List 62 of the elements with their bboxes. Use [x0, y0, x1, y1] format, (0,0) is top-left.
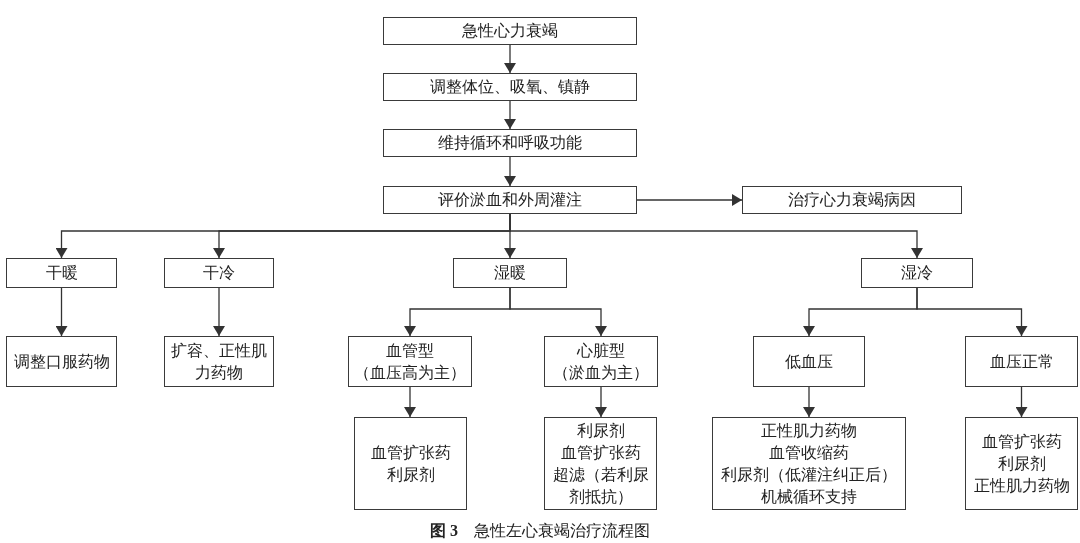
process-box: [164, 336, 274, 387]
process-box: [742, 186, 962, 214]
flow-arrow: [595, 386, 607, 418]
box-label: （血压高为主）: [354, 362, 466, 383]
box-label: 干暖: [45, 263, 78, 283]
box-label: 利尿剂: [576, 420, 625, 441]
flow-arrow: [509, 213, 923, 259]
box-label: 利尿剂: [386, 464, 435, 485]
box-label: 正性肌力药物: [973, 475, 1070, 496]
box-label: 心脏型: [577, 340, 625, 361]
flow-arrow: [213, 287, 225, 337]
process-box: [861, 258, 973, 288]
flow-arrow: [404, 386, 416, 418]
process-box: [753, 336, 865, 387]
box-label: 维持循环和呼吸功能: [438, 133, 582, 153]
flow-arrow: [504, 44, 516, 74]
box-label: 利尿剂（低灌注纠正后）: [721, 464, 897, 485]
flow-arrow: [504, 100, 516, 130]
box-label: 评价淤血和外周灌注: [438, 190, 582, 210]
box-label: 扩容、正性肌力药物: [170, 340, 268, 383]
box-label: 低血压: [785, 351, 833, 372]
box-label: 血管扩张药: [981, 431, 1062, 452]
process-box: [712, 417, 906, 510]
process-box: [965, 417, 1078, 510]
box-label: 调整体位、吸氧、镇静: [430, 77, 590, 97]
process-box: [544, 336, 658, 387]
figure-caption: 图 3 急性左心衰竭治疗流程图: [430, 521, 650, 541]
process-box: [544, 417, 657, 510]
box-label: 正性肌力药物: [761, 420, 857, 441]
process-box: [354, 417, 467, 510]
process-box: [164, 258, 274, 288]
box-label: 机械循环支持: [761, 486, 857, 507]
box-label: 调整口服药物: [13, 351, 110, 372]
box-label: 超滤（若利尿剂抵抗）: [551, 464, 650, 507]
box-label: 血管扩张药: [560, 442, 641, 463]
flow-arrow: [636, 194, 743, 206]
process-box: [348, 336, 472, 387]
flow-arrow: [1015, 386, 1028, 418]
process-box: [383, 17, 637, 45]
box-label: 血管收缩药: [769, 442, 849, 463]
process-box: [6, 336, 117, 387]
box-label: 血管型: [386, 340, 434, 361]
box-label: （淤血为主）: [553, 362, 649, 383]
box-label: 湿暖: [494, 263, 526, 283]
box-label: 急性心力衰竭: [462, 21, 558, 41]
process-box: [965, 336, 1078, 387]
flow-arrow: [55, 287, 68, 337]
box-label: 血压正常: [989, 351, 1054, 372]
flow-arrow: [504, 156, 516, 187]
flow-arrow: [803, 386, 815, 418]
process-box: [383, 186, 637, 214]
process-box: [453, 258, 567, 288]
flow-arrow: [916, 287, 1028, 337]
box-label: 治疗心力衰竭病因: [788, 190, 916, 210]
box-label: 利尿剂: [997, 453, 1046, 474]
process-box: [6, 258, 117, 288]
process-box: [383, 129, 637, 157]
process-box: [383, 73, 637, 101]
flow-arrow: [509, 287, 607, 337]
box-label: 血管扩张药: [370, 442, 451, 463]
box-label: 干冷: [203, 263, 235, 283]
box-label: 湿冷: [901, 263, 933, 283]
